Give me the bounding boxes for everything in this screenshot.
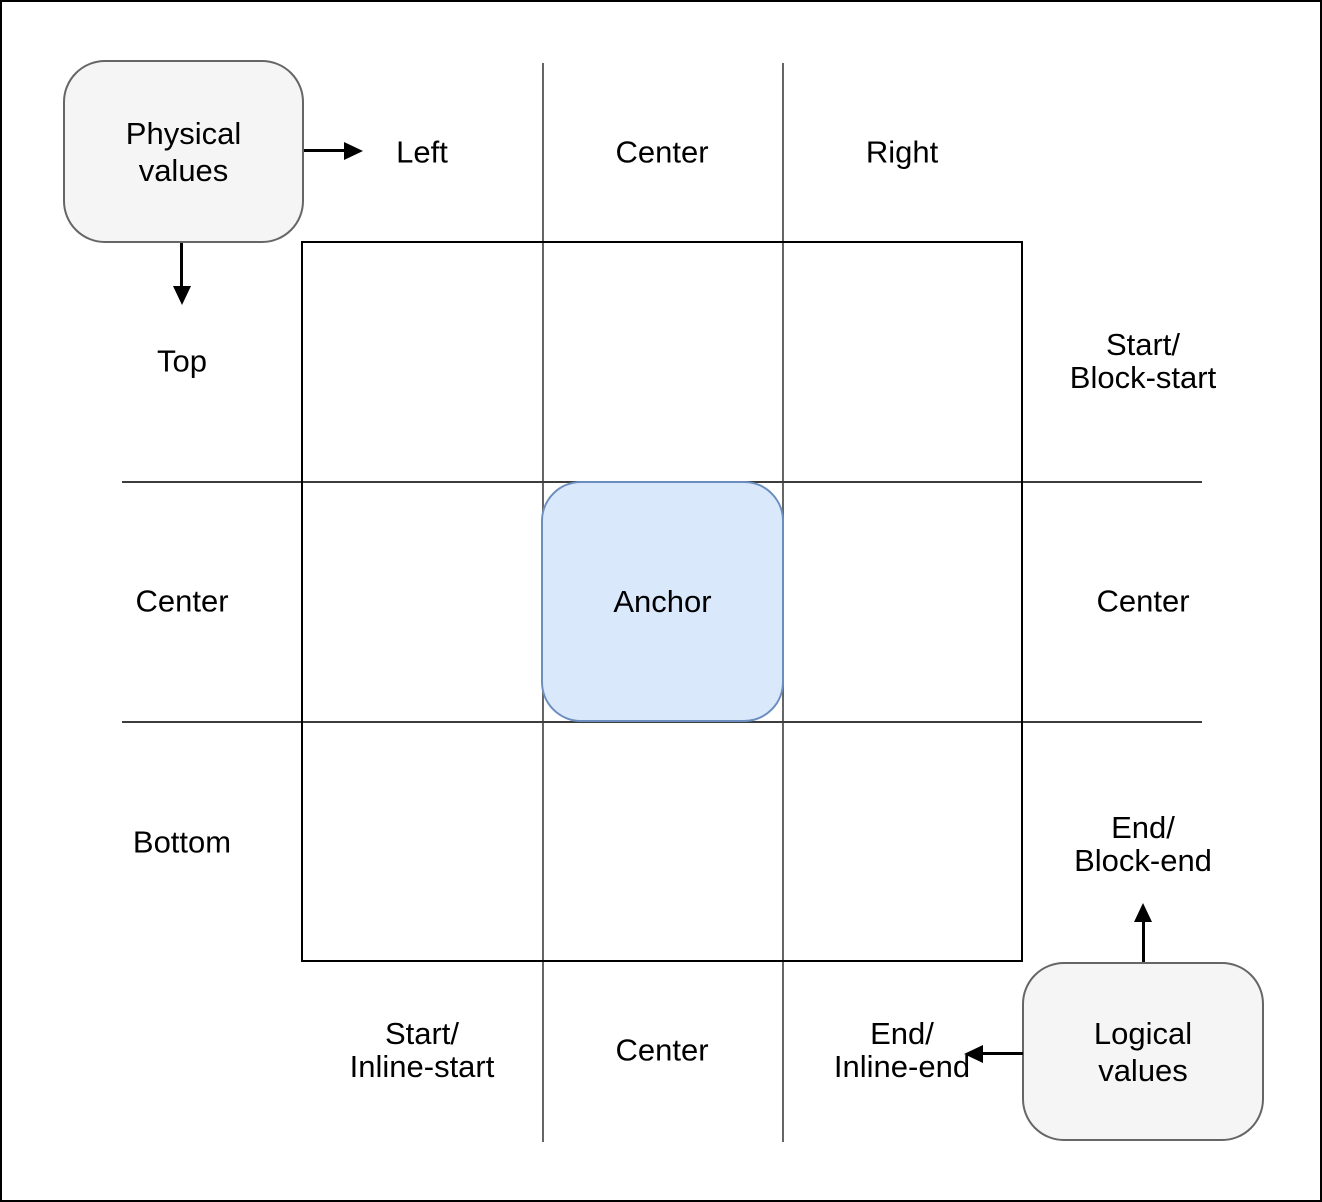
physical-values-label-line1: Physical: [125, 115, 242, 151]
logical-values-label-line2: values: [1098, 1052, 1188, 1088]
label-start-block-start-line1: Start/: [1105, 327, 1181, 362]
label-start-inline-start-line1: Start/: [384, 1016, 460, 1051]
label-bottom: Bottom: [132, 824, 232, 860]
label-start-inline-start: Start/ Inline-start: [350, 1017, 495, 1083]
anchor-box: Anchor: [541, 481, 784, 722]
logical-to-inline-end-arrow-shaft: [982, 1052, 1023, 1055]
label-center-left: Center: [135, 583, 229, 619]
physical-values-box: Physical values: [63, 60, 304, 243]
label-center-bottom: Center: [615, 1032, 709, 1068]
label-center-right: Center: [1096, 583, 1190, 619]
label-end-block-end-line1: End/: [1111, 810, 1175, 845]
label-end-inline-end-line1: End/: [870, 1016, 934, 1051]
physical-to-left-arrow-shaft: [304, 149, 345, 152]
label-top: Top: [157, 343, 207, 379]
logical-to-inline-end-arrow-head: [964, 1045, 983, 1063]
label-center-top: Center: [615, 134, 709, 170]
logical-to-block-end-arrow-shaft: [1142, 921, 1145, 962]
grid-square-outline: [301, 241, 1023, 962]
logical-values-box: Logical values: [1022, 962, 1264, 1141]
grid-hline-bottom: [122, 721, 1202, 723]
label-left: Left: [396, 134, 448, 170]
label-start-block-start: Start/ Block-start: [1070, 328, 1216, 394]
label-end-block-end-line2: Block-end: [1074, 843, 1212, 878]
label-end-block-end: End/ Block-end: [1074, 811, 1212, 877]
anchor-box-label: Anchor: [613, 583, 712, 619]
label-start-block-start-line2: Block-start: [1069, 360, 1217, 395]
logical-values-label-line1: Logical: [1093, 1015, 1193, 1051]
physical-to-top-arrow-shaft: [180, 243, 183, 287]
physical-to-left-arrow-head: [344, 142, 363, 160]
label-right: Right: [865, 134, 939, 170]
label-start-inline-start-line2: Inline-start: [349, 1049, 495, 1084]
physical-values-label-line2: values: [138, 152, 229, 188]
physical-to-top-arrow-head: [173, 286, 191, 305]
logical-to-block-end-arrow-head: [1134, 903, 1152, 922]
label-end-inline-end-line2: Inline-end: [833, 1049, 971, 1084]
label-end-inline-end: End/ Inline-end: [834, 1017, 970, 1083]
